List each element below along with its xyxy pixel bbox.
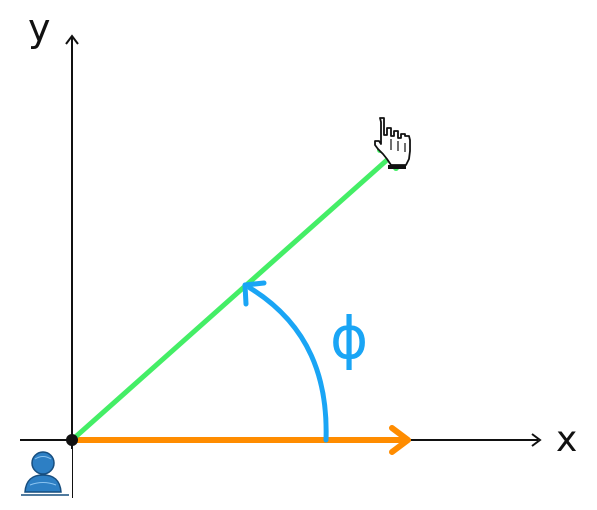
direction-vector bbox=[69, 147, 400, 443]
x-axis-label: x bbox=[556, 419, 577, 460]
y-axis-label: y bbox=[28, 6, 51, 50]
hand-pointer-icon bbox=[374, 117, 411, 169]
user-icon bbox=[20, 449, 72, 498]
origin-point bbox=[66, 434, 78, 446]
reference-vector bbox=[69, 425, 411, 455]
angle-label: ϕ bbox=[330, 304, 368, 372]
y-axis-arrowhead bbox=[65, 34, 79, 45]
x-axis-arrowhead bbox=[531, 433, 542, 447]
axes bbox=[20, 34, 542, 498]
angle-arc bbox=[242, 280, 329, 443]
